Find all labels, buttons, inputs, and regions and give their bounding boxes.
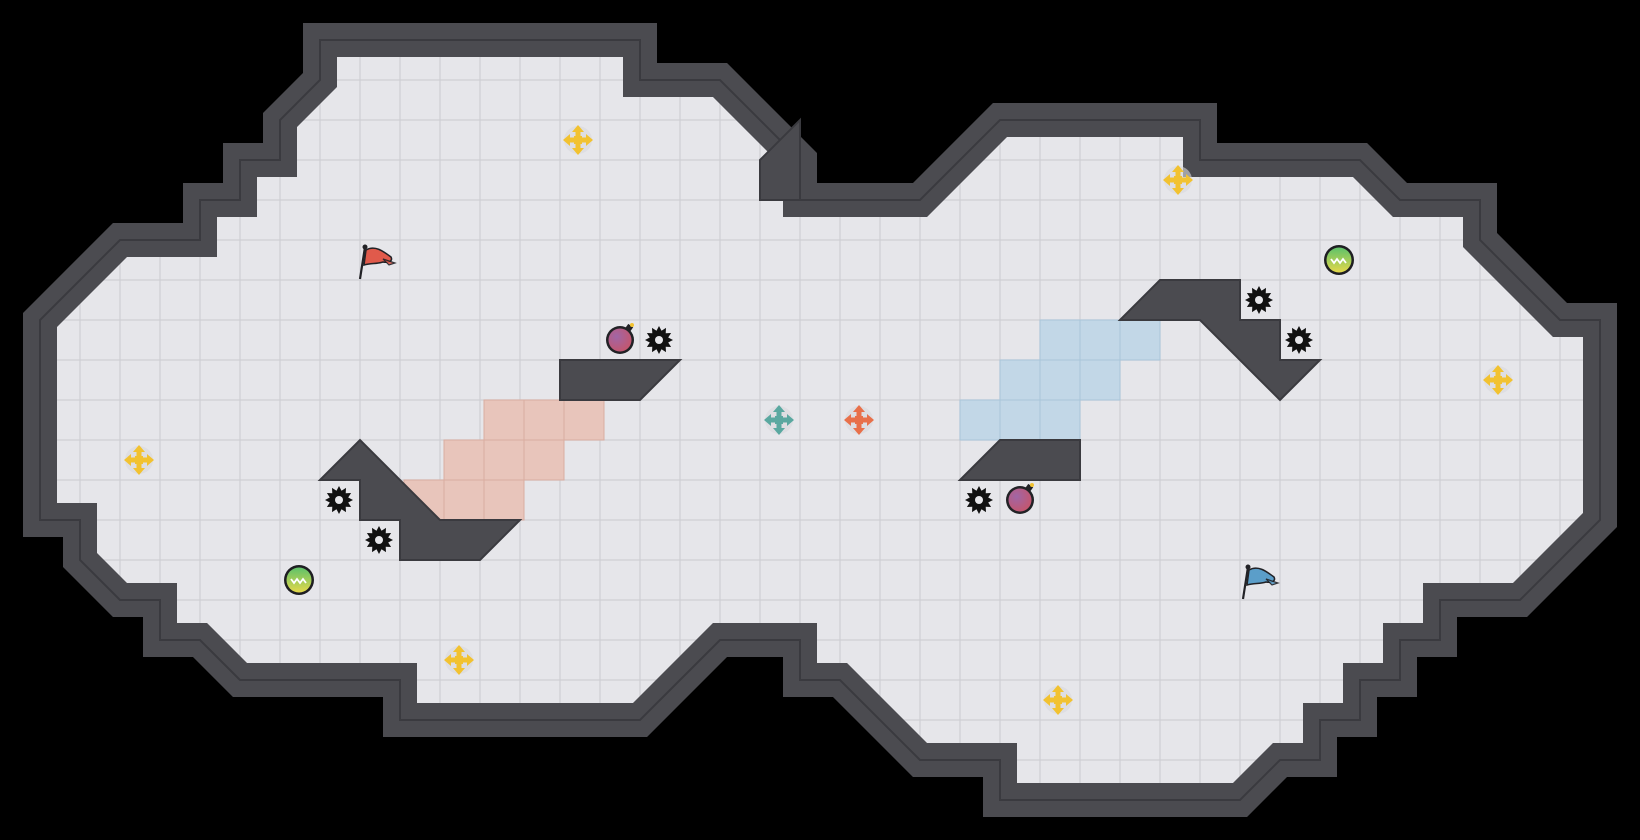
- blue-zone-tile: [1039, 359, 1081, 401]
- spike-icon: [365, 526, 393, 554]
- yellow-boost-icon: [563, 125, 593, 155]
- red-zone-tile: [523, 439, 565, 481]
- red-zone-tile: [443, 479, 485, 521]
- red-zone-tile: [443, 439, 485, 481]
- blue-zone-tile: [1079, 319, 1121, 361]
- inner-wall: [317, 438, 523, 561]
- red-zone-tile: [483, 479, 525, 521]
- red-flag-icon: [358, 244, 397, 280]
- blue-zone-tile: [1119, 319, 1161, 361]
- blue-zone-tile: [1039, 319, 1081, 361]
- bomb-icon: [606, 323, 634, 354]
- spike-icon: [965, 486, 993, 514]
- inner-wall: [559, 359, 683, 401]
- red-zone-tile: [483, 439, 525, 481]
- yellow-boost-icon: [1043, 685, 1073, 715]
- blue-flag-icon: [1241, 564, 1280, 600]
- blue-zone-tile: [1079, 359, 1121, 401]
- teal-arrows-icon: [764, 405, 794, 435]
- blue-zone-tile: [959, 399, 1001, 441]
- team-zones: [403, 319, 1161, 521]
- spike-icon: [1245, 286, 1273, 314]
- blue-zone-tile: [999, 399, 1041, 441]
- blue-zone-tile: [999, 359, 1041, 401]
- yellow-boost-icon: [1483, 365, 1513, 395]
- yellow-boost-icon: [124, 445, 154, 475]
- red-zone-tile: [483, 399, 525, 441]
- inner-wall: [759, 117, 801, 201]
- yellow-boost-icon: [444, 645, 474, 675]
- bomb-icon: [1006, 483, 1034, 514]
- orange-arrows-icon: [844, 405, 874, 435]
- red-zone-tile: [563, 399, 605, 441]
- spike-icon: [645, 326, 673, 354]
- outer-wall-edge: [39, 39, 1601, 801]
- inner-wall: [957, 439, 1081, 481]
- powerup-icon: [284, 565, 314, 595]
- powerup-icon: [1324, 245, 1354, 275]
- spike-icon: [325, 486, 353, 514]
- inner-wall: [1117, 279, 1323, 402]
- spike-icon: [1285, 326, 1313, 354]
- red-zone-tile: [523, 399, 565, 441]
- map-objects: [124, 125, 1513, 715]
- yellow-boost-icon: [1163, 165, 1193, 195]
- walls: [23, 23, 1617, 817]
- blue-zone-tile: [1039, 399, 1081, 441]
